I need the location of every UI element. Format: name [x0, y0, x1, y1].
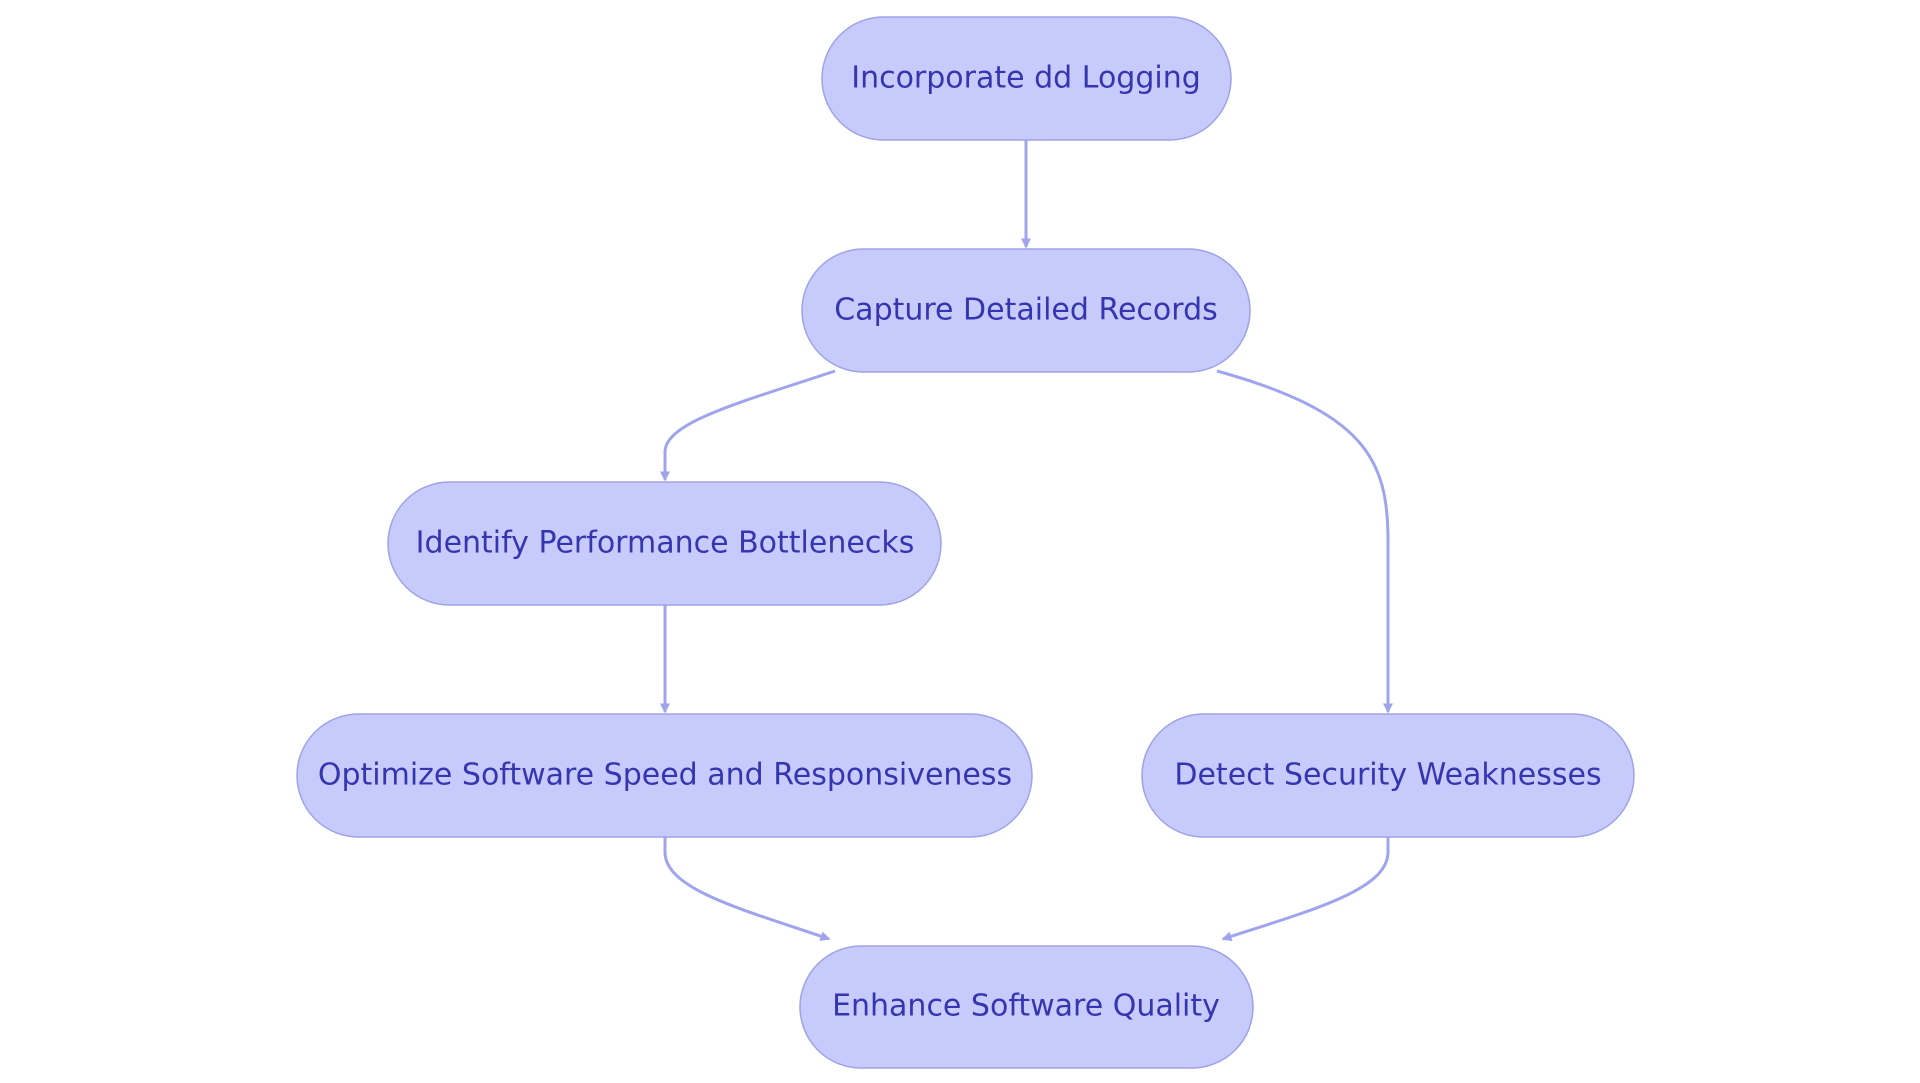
node-capture-detailed-records: Capture Detailed Records — [801, 248, 1251, 373]
node-shape — [1141, 713, 1635, 838]
edge-capture-to-detect — [1216, 369, 1393, 714]
node-label: Optimize Software Speed and Responsivene… — [318, 758, 1012, 793]
nodes-layer: Incorporate dd Logging Capture Detailed … — [296, 16, 1635, 1069]
node-shape — [296, 713, 1033, 838]
node-label: Detect Security Weaknesses — [1174, 758, 1601, 793]
node-label: Incorporate dd Logging — [851, 61, 1201, 96]
edges-layer — [660, 140, 1393, 942]
edge-capture-to-identify — [660, 369, 836, 482]
edge-optimize-to-enhance — [663, 837, 831, 941]
node-optimize-software-speed: Optimize Software Speed and Responsivene… — [296, 713, 1033, 838]
node-enhance-software-quality: Enhance Software Quality — [799, 945, 1254, 1069]
node-shape — [387, 481, 942, 606]
node-label: Capture Detailed Records — [834, 293, 1218, 328]
node-detect-security-weaknesses: Detect Security Weaknesses — [1141, 713, 1635, 838]
node-shape — [821, 16, 1232, 141]
node-incorporate-dd-logging: Incorporate dd Logging — [821, 16, 1232, 141]
edge-detect-to-enhance — [1221, 837, 1390, 942]
node-shape — [801, 248, 1251, 373]
node-shape — [799, 945, 1254, 1069]
node-identify-performance-bottlenecks: Identify Performance Bottlenecks — [387, 481, 942, 606]
node-label: Identify Performance Bottlenecks — [416, 526, 915, 561]
node-label: Enhance Software Quality — [832, 989, 1220, 1024]
